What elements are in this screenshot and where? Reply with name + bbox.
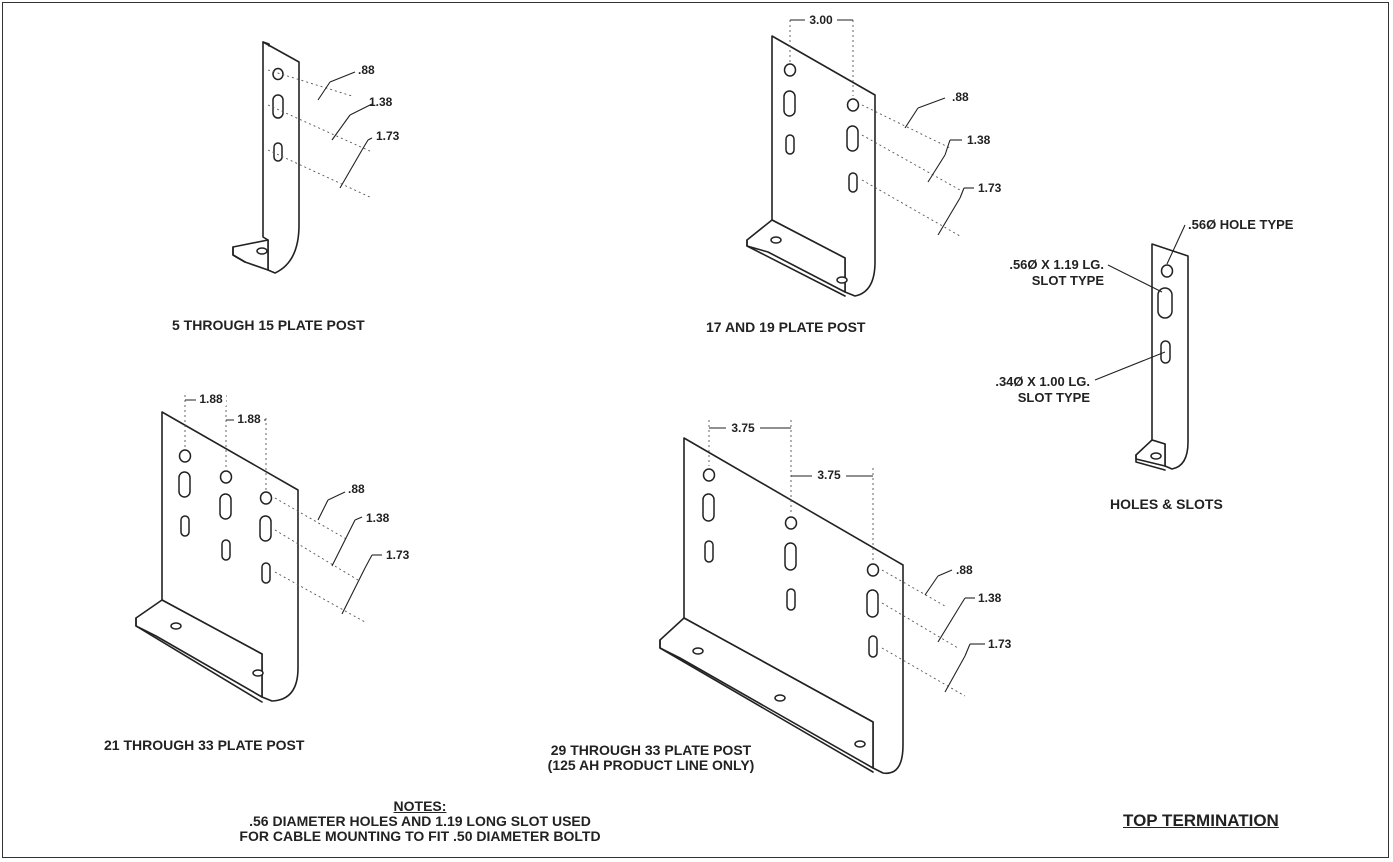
base-hole bbox=[256, 247, 268, 255]
sheet-title: TOP TERMINATION bbox=[1123, 811, 1279, 830]
small-slot bbox=[221, 539, 231, 561]
large-slot bbox=[702, 493, 715, 522]
round-hole bbox=[866, 563, 880, 577]
base-hole bbox=[252, 669, 264, 677]
dim-label: 3.75 bbox=[817, 468, 841, 482]
large-slot bbox=[866, 589, 879, 618]
small-slot bbox=[273, 142, 283, 162]
caption-21-33-plate-post: 21 THROUGH 33 PLATE POST bbox=[104, 737, 305, 753]
base-hole bbox=[770, 236, 782, 244]
view-29-33-plate-post: 3.75 3.75 .88 1.38 1.73 bbox=[659, 420, 1012, 775]
caption-holes-slots: HOLES & SLOTS bbox=[1110, 496, 1223, 512]
base-hole bbox=[836, 276, 848, 284]
caption-29-33-plate-post: 29 THROUGH 33 PLATE POST (125 AH PRODUCT… bbox=[508, 743, 794, 773]
dim-label: 1.88 bbox=[237, 412, 261, 426]
dim-label: .88 bbox=[956, 563, 973, 577]
base-hole bbox=[854, 740, 866, 748]
small-slot bbox=[848, 172, 858, 193]
base-hole bbox=[170, 622, 182, 630]
dim-label: 1.38 bbox=[978, 591, 1002, 605]
dim-label: 1.38 bbox=[369, 95, 393, 109]
dim-label: 3.00 bbox=[809, 13, 833, 27]
notes-heading: NOTES: bbox=[393, 798, 447, 814]
dim-label: 1.73 bbox=[386, 548, 410, 562]
round-hole bbox=[178, 449, 192, 463]
round-hole bbox=[846, 98, 860, 112]
dim-label: 1.38 bbox=[967, 133, 991, 147]
callout-small-slot-line2: SLOT TYPE bbox=[1018, 390, 1091, 405]
round-hole bbox=[1160, 264, 1174, 278]
callout-hole-type: .56Ø HOLE TYPE bbox=[1188, 217, 1294, 232]
round-hole bbox=[783, 63, 797, 77]
large-slot bbox=[784, 542, 797, 571]
dim-label: 1.73 bbox=[376, 129, 400, 143]
round-hole bbox=[702, 468, 716, 482]
callout-large-slot-line2: SLOT TYPE bbox=[1032, 273, 1105, 288]
large-slot bbox=[178, 471, 191, 498]
caption-line: (125 AH PRODUCT LINE ONLY) bbox=[547, 757, 755, 773]
large-slot bbox=[783, 90, 796, 117]
round-hole bbox=[784, 516, 798, 530]
dim-label: .88 bbox=[348, 482, 365, 496]
dim-label: 1.38 bbox=[366, 511, 390, 525]
small-slot bbox=[868, 635, 878, 658]
round-hole bbox=[272, 67, 284, 81]
large-slot bbox=[259, 515, 272, 542]
dim-label: 3.75 bbox=[731, 421, 755, 435]
caption-5-15-plate-post: 5 THROUGH 15 PLATE POST bbox=[172, 317, 365, 333]
base-hole bbox=[1150, 452, 1162, 460]
small-slot bbox=[261, 562, 271, 584]
view-holes-slots: .56Ø HOLE TYPE .56Ø X 1.19 LG. SLOT TYPE… bbox=[995, 217, 1294, 471]
caption-17-19-plate-post: 17 AND 19 PLATE POST bbox=[706, 319, 866, 335]
large-slot bbox=[1157, 287, 1173, 319]
dim-label: 1.88 bbox=[199, 392, 223, 406]
notes-line: .56 DIAMETER HOLES AND 1.19 LONG SLOT US… bbox=[249, 813, 591, 829]
round-hole bbox=[219, 470, 233, 484]
large-slot bbox=[219, 493, 232, 520]
small-slot bbox=[786, 588, 796, 611]
dim-label: 1.73 bbox=[988, 637, 1012, 651]
dim-label: .88 bbox=[358, 63, 375, 77]
base-hole bbox=[692, 647, 704, 655]
small-slot bbox=[785, 134, 795, 155]
view-21-33-plate-post: 1.88 1.88 .88 1.38 1.73 bbox=[135, 392, 410, 703]
round-hole bbox=[259, 491, 273, 505]
small-slot bbox=[180, 515, 190, 537]
large-slot bbox=[272, 94, 284, 119]
small-slot bbox=[704, 540, 714, 563]
base-hole bbox=[774, 694, 786, 702]
small-slot bbox=[1160, 340, 1171, 364]
dim-label: .88 bbox=[952, 90, 969, 104]
dim-label: 1.73 bbox=[978, 181, 1002, 195]
large-slot bbox=[846, 125, 859, 152]
notes-block: NOTES: .56 DIAMETER HOLES AND 1.19 LONG … bbox=[200, 799, 640, 844]
view-17-19-plate-post: 3.00 .88 1.38 1.73 bbox=[746, 13, 1002, 297]
callout-large-slot-line1: .56Ø X 1.19 LG. bbox=[1009, 257, 1104, 272]
notes-line: FOR CABLE MOUNTING TO FIT .50 DIAMETER B… bbox=[239, 828, 601, 844]
callout-small-slot-line1: .34Ø X 1.00 LG. bbox=[995, 374, 1090, 389]
view-5-15-plate-post: .88 1.38 1.73 bbox=[232, 41, 400, 274]
caption-line: 29 THROUGH 33 PLATE POST bbox=[550, 742, 752, 758]
